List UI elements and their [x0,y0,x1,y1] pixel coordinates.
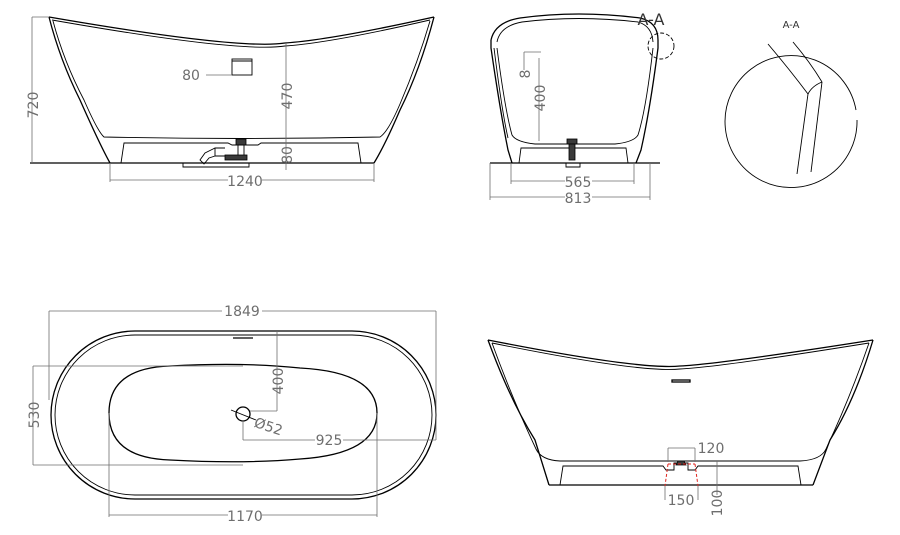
dim-plan-width: 530 [27,402,43,429]
drain-fitting-icon [199,138,248,165]
dim-plan-drain-offset-x: 925 [316,433,343,449]
detail-view [724,41,858,188]
dim-end-width: 813 [565,191,592,207]
plan-view [32,310,437,517]
dim-front-drain-bottom: 150 [668,493,695,509]
dim-plan-drain-offset-y: 400 [271,368,287,395]
dim-plan-inner-length: 1170 [227,509,263,525]
dim-side-height: 720 [26,92,42,119]
side-view [30,16,435,182]
detail-label-a-a: A-A [783,20,800,31]
dim-end-wall: 8 [518,70,534,79]
section-marker-circle [647,32,675,60]
dim-front-drain-height: 100 [710,490,726,517]
dim-front-drain-top: 120 [698,441,725,457]
drain-circle-icon [235,406,251,422]
front-view [487,339,874,500]
section-label-a-a: A-A [638,10,665,29]
end-view [489,13,675,200]
dim-side-base-length: 1240 [227,174,263,190]
dim-side-overflow-height: 470 [280,83,296,110]
dim-side-overflow-size: 80 [182,68,200,84]
dim-side-drain-height: 80 [280,146,296,164]
dim-plan-drain-diameter: Ø52 [252,415,284,439]
dim-end-depth: 400 [533,85,549,112]
end-drain-fitting-icon [566,138,578,161]
dim-end-base-width: 565 [565,175,592,191]
dim-plan-length: 1849 [224,304,260,320]
drain-cutout-outline [664,463,669,487]
